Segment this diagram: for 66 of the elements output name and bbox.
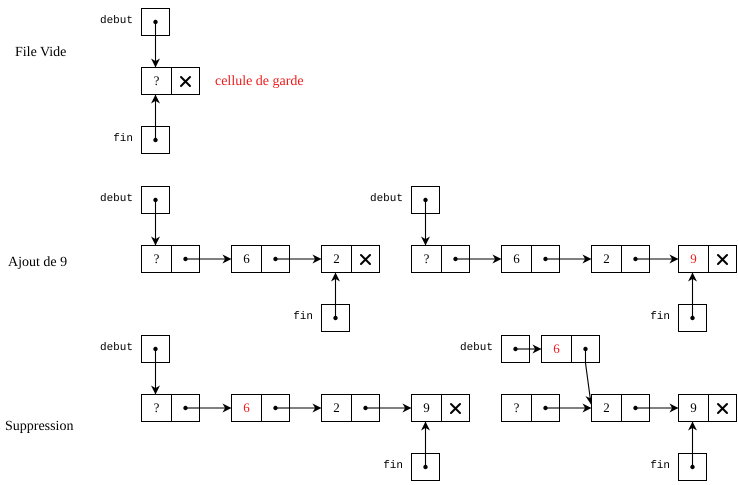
cell-value: 2 bbox=[333, 400, 340, 416]
pointer-label: fin bbox=[383, 460, 403, 472]
cell-value: ? bbox=[154, 73, 160, 89]
section-title: Ajout de 9 bbox=[8, 255, 68, 271]
list-cell bbox=[591, 394, 650, 422]
arrow bbox=[151, 94, 160, 126]
list-cell bbox=[678, 245, 737, 273]
list-cell bbox=[411, 394, 470, 422]
cell-value: 2 bbox=[333, 251, 340, 267]
section-title: File Vide bbox=[15, 45, 66, 61]
cell-value: 6 bbox=[553, 341, 560, 357]
pointer-label: debut bbox=[100, 15, 133, 27]
list-cell bbox=[411, 245, 470, 273]
cell-value: 6 bbox=[243, 251, 250, 267]
arrow bbox=[151, 214, 160, 246]
cell-value: 6 bbox=[513, 251, 520, 267]
cell-value: ? bbox=[154, 400, 160, 416]
arrow bbox=[688, 422, 697, 453]
list-cell bbox=[321, 394, 380, 422]
arrow bbox=[290, 404, 322, 412]
arrow bbox=[470, 254, 502, 264]
annotation: cellule de garde bbox=[215, 74, 304, 90]
pointer-label: fin bbox=[650, 311, 670, 323]
cell-value: 6 bbox=[243, 400, 250, 416]
list-cell bbox=[141, 394, 200, 422]
arrow bbox=[530, 344, 542, 354]
arrow bbox=[688, 272, 697, 304]
arrow bbox=[200, 404, 232, 412]
list-cell bbox=[501, 394, 560, 422]
list-cell bbox=[501, 245, 560, 273]
arrow bbox=[331, 272, 340, 304]
arrow bbox=[151, 36, 160, 68]
list-cell bbox=[141, 67, 200, 95]
list-cell bbox=[541, 335, 600, 363]
pointer-label: fin bbox=[293, 311, 313, 323]
arrow bbox=[650, 254, 678, 264]
pointer-label: fin bbox=[113, 133, 133, 145]
arrow bbox=[421, 422, 430, 453]
pointer-label: debut bbox=[370, 193, 403, 205]
cell-value: 9 bbox=[690, 400, 697, 416]
arrow bbox=[650, 404, 678, 412]
arrow bbox=[200, 254, 232, 264]
list-cell bbox=[591, 245, 650, 273]
arrow bbox=[560, 254, 592, 264]
pointer-label: debut bbox=[100, 193, 133, 205]
list-cell bbox=[678, 394, 737, 422]
list-cell bbox=[231, 394, 290, 422]
pointer-label: debut bbox=[460, 342, 493, 354]
list-cell bbox=[231, 245, 290, 273]
arrow bbox=[560, 404, 592, 412]
cell-value: 2 bbox=[603, 251, 610, 267]
pointer-label: fin bbox=[650, 460, 670, 472]
arrow bbox=[151, 363, 160, 394]
cell-value: ? bbox=[154, 251, 160, 267]
arrow bbox=[421, 214, 430, 246]
pointer-label: debut bbox=[100, 342, 133, 354]
list-cell bbox=[321, 245, 380, 273]
cell-value: ? bbox=[514, 400, 520, 416]
list-cell bbox=[141, 245, 200, 273]
cell-value: 9 bbox=[690, 251, 697, 267]
cell-value: 2 bbox=[603, 400, 610, 416]
cell-value: 9 bbox=[423, 400, 430, 416]
arrow bbox=[380, 404, 412, 412]
section-title: Suppression bbox=[5, 419, 74, 435]
cell-value: ? bbox=[424, 251, 430, 267]
arrow bbox=[290, 254, 322, 264]
